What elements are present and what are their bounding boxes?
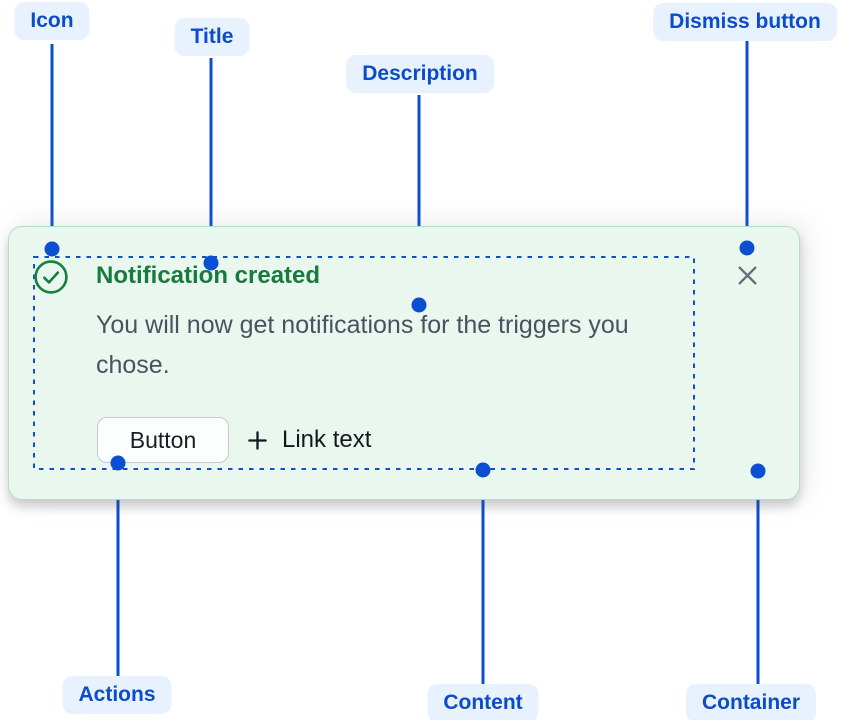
flag-link-label: Link text (282, 426, 372, 453)
close-icon (735, 263, 760, 288)
container-connector-line (756, 471, 760, 684)
flag-link[interactable]: Link text (246, 417, 371, 463)
success-icon (33, 259, 69, 300)
label-container: Container (685, 684, 817, 720)
plus-icon (246, 429, 269, 452)
title-connector-line (209, 58, 213, 263)
actions-connector-dot (110, 455, 126, 471)
label-description: Description (346, 55, 494, 93)
dismiss-connector-dot (739, 240, 755, 256)
description-connector-line (417, 95, 421, 305)
label-actions: Actions (62, 676, 172, 714)
actions-connector-line (116, 463, 120, 676)
label-content: Content (427, 684, 539, 720)
flag-action-button[interactable]: Button (97, 417, 229, 463)
title-connector-dot (203, 255, 219, 271)
label-icon: Icon (14, 2, 90, 40)
dismiss-connector-line (745, 41, 749, 248)
icon-connector-dot (44, 241, 60, 257)
dismiss-button[interactable] (733, 261, 761, 289)
container-connector-dot (750, 463, 766, 479)
label-dismiss: Dismiss button (653, 3, 837, 41)
label-title: Title (174, 18, 250, 56)
flag-description: You will now get notifications for the t… (96, 311, 629, 379)
flag-action-button-label: Button (129, 426, 197, 453)
content-region-outline (33, 256, 695, 470)
content-connector-dot (475, 462, 491, 478)
description-connector-dot (411, 297, 427, 313)
content-connector-line (481, 470, 485, 684)
icon-connector-line (50, 44, 54, 249)
